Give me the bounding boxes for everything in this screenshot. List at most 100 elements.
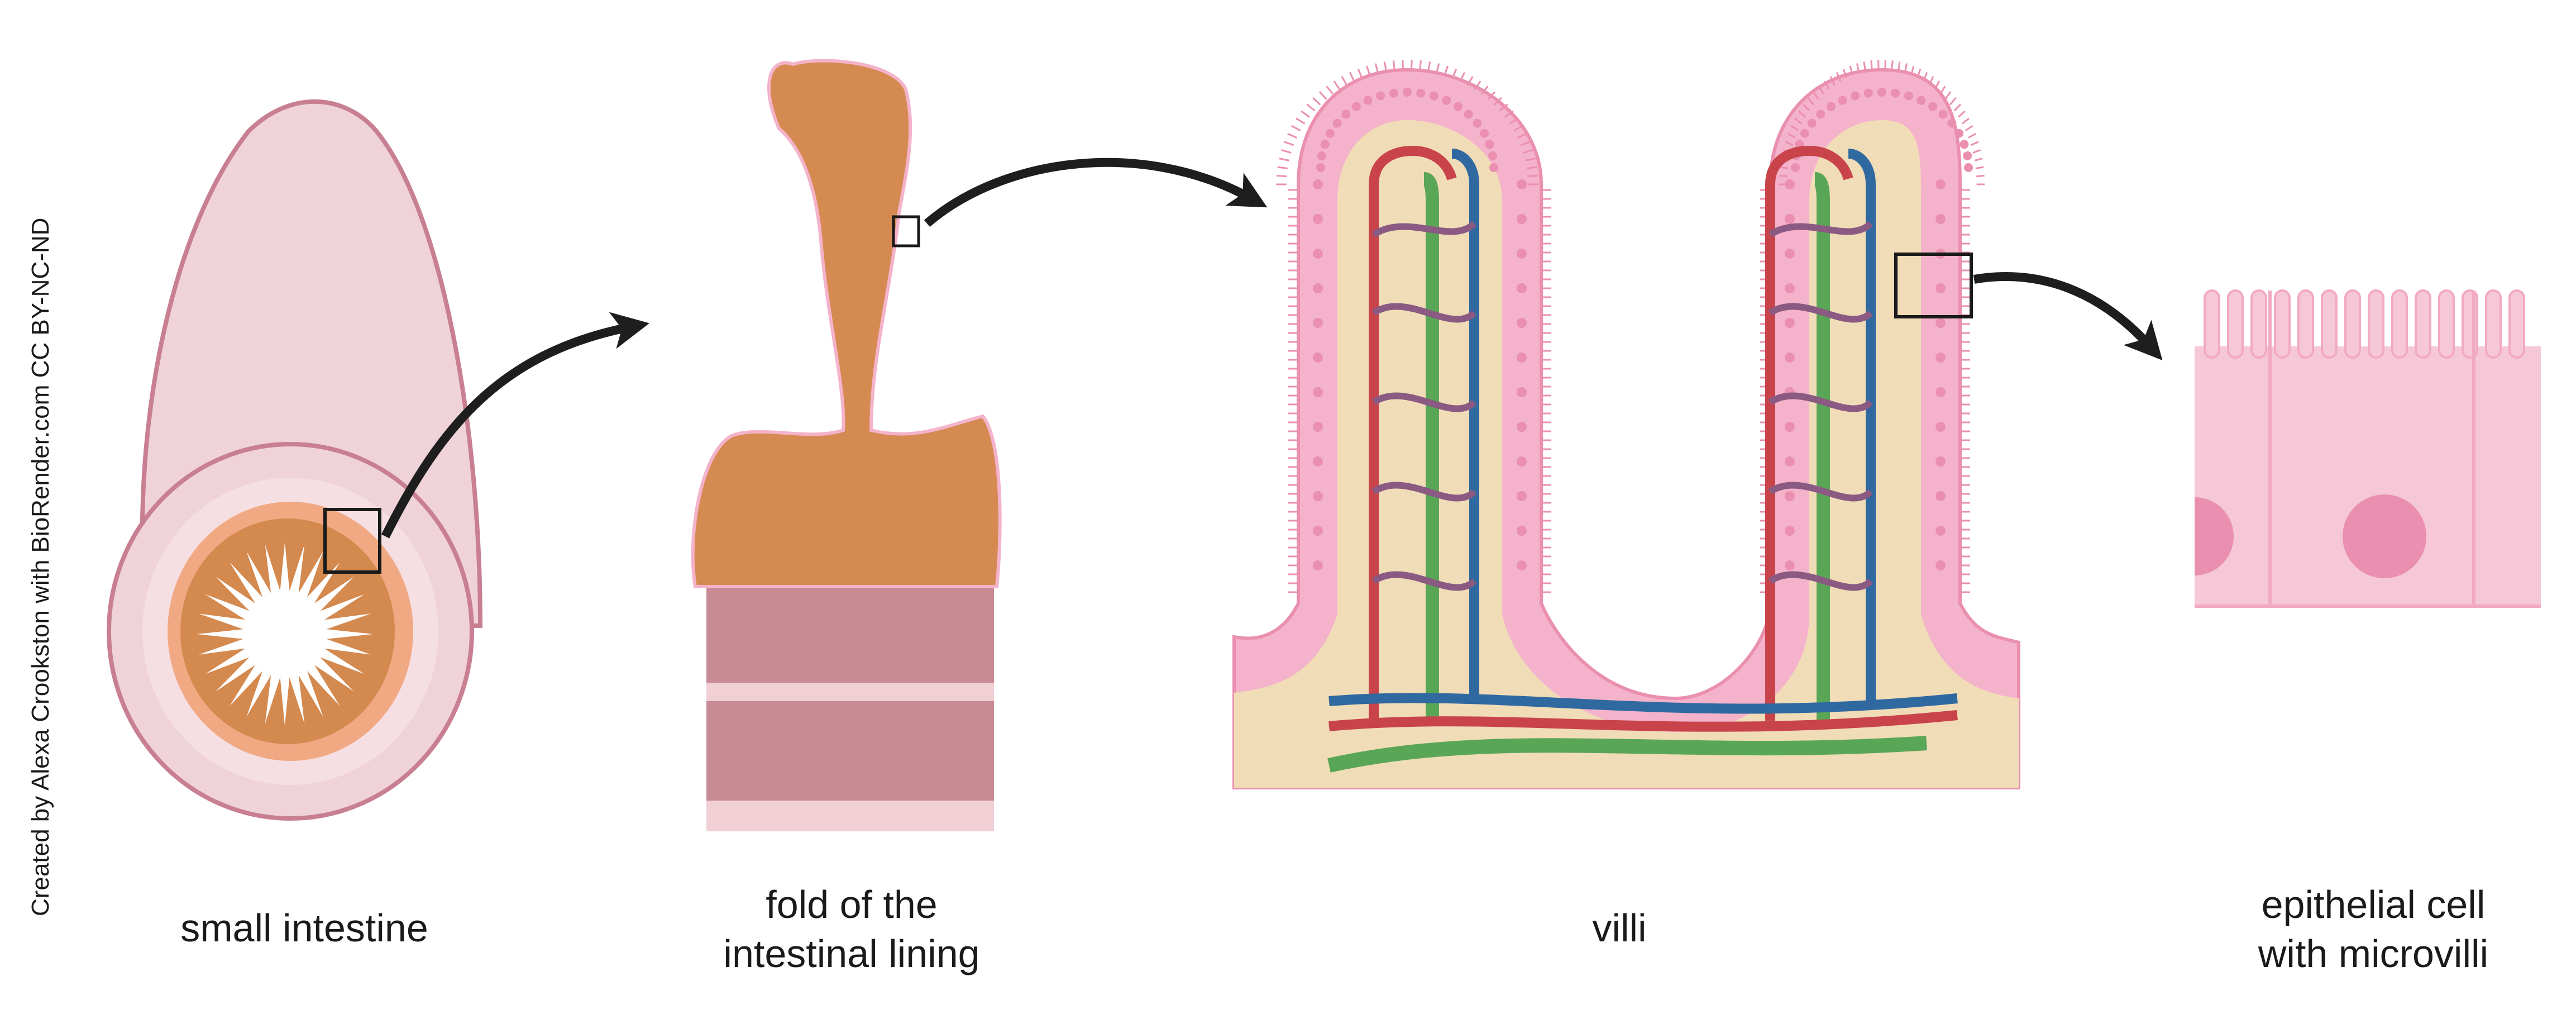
villus-left-vein — [1451, 149, 1479, 704]
villi-base-artery — [1328, 710, 1958, 732]
villus-right-artery — [1765, 145, 1853, 721]
villi-nucleus — [1517, 318, 1527, 328]
villi-nucleus — [1935, 491, 1946, 501]
villi-nucleus — [1935, 214, 1946, 224]
arrow-fold-to-villi — [924, 158, 1268, 227]
villi-nucleus — [1429, 91, 1438, 101]
villi-nucleus — [1485, 140, 1494, 149]
villi-nucleus — [1904, 91, 1913, 101]
villus-left-vessels — [1369, 145, 1479, 721]
microvillus — [2415, 289, 2431, 359]
villi-nucleus — [1954, 128, 1964, 138]
villi-nucleus — [1517, 214, 1527, 224]
arrow-intestine-to-fold — [381, 312, 649, 539]
villi-nucleus — [1332, 118, 1342, 128]
microvillus — [2204, 289, 2220, 359]
villi-nucleus — [1807, 118, 1817, 128]
fold-band-lower — [706, 801, 994, 831]
villi-nucleus — [1517, 387, 1527, 397]
villi-nucleus — [1517, 353, 1527, 363]
villi-nucleus — [1313, 560, 1323, 570]
arrow-villi-to-epithelium — [1973, 272, 2163, 360]
microvillus — [2438, 289, 2455, 359]
villi-nucleus — [1351, 102, 1361, 111]
villi-nucleus — [1785, 249, 1795, 259]
credit-text: Created by Alexa Crookston with BioRende… — [27, 217, 54, 916]
villi-nucleus — [1785, 283, 1795, 293]
fold-submucosa-block — [706, 587, 994, 831]
villi-nucleus — [1363, 96, 1373, 105]
villi-nucleus — [1517, 526, 1527, 536]
villi-nucleus — [1935, 353, 1946, 363]
villi-nucleus — [1935, 422, 1946, 432]
microvillus — [2274, 289, 2291, 359]
caption-fold-line2: intestinal lining — [723, 932, 980, 975]
small-intestine-illustration — [107, 99, 649, 821]
villi-nucleus — [1785, 456, 1795, 466]
villi-nucleus — [1960, 140, 1969, 149]
villi-nucleus — [1517, 249, 1527, 259]
villi-nucleus — [1963, 151, 1972, 160]
villi-nucleus — [1517, 422, 1527, 432]
caption-small-intestine: small intestine — [180, 906, 428, 950]
caption-epithelial: epithelial cell with microvilli — [2200, 880, 2546, 978]
villi-nucleus — [1935, 526, 1946, 536]
villi-nucleus — [1935, 387, 1946, 397]
villus-left-lacteal — [1422, 172, 1439, 721]
villi-nucleus — [1489, 163, 1498, 172]
zoom-box-intestine — [323, 508, 381, 574]
villi-nucleus — [1313, 422, 1323, 432]
villi-nucleus — [1964, 163, 1973, 172]
villi-nucleus — [1341, 110, 1351, 119]
cell-nucleus-partial — [2195, 497, 2234, 575]
microvillus — [2250, 289, 2267, 359]
villi-nucleus — [1517, 179, 1527, 189]
microvillus — [2227, 289, 2244, 359]
microvillus — [2297, 289, 2314, 359]
villi-nucleus — [1785, 179, 1795, 189]
villi-nucleus — [1785, 353, 1795, 363]
villi-nucleus — [1863, 88, 1873, 98]
villi-nucleus — [1320, 140, 1330, 149]
fold-band-upper — [706, 683, 994, 701]
villi-nucleus — [1935, 179, 1946, 189]
intestine-lumen — [197, 542, 373, 726]
villi-nucleus — [1917, 96, 1926, 105]
villi-nucleus — [1935, 456, 1946, 466]
villi-nucleus — [1935, 560, 1946, 570]
villi-nucleus — [1935, 318, 1946, 328]
zoom-box-villi — [1894, 253, 1973, 318]
villi-nucleus — [1389, 88, 1398, 98]
microvillus — [2485, 289, 2502, 359]
microvillus — [2368, 289, 2384, 359]
villi-nucleus — [1785, 214, 1795, 224]
villi-nucleus — [1313, 491, 1323, 501]
epithelial-cell-illustration — [2195, 289, 2541, 608]
villi-nucleus — [1454, 102, 1463, 111]
villi-nucleus — [1442, 96, 1451, 105]
villi-nucleus — [1785, 318, 1795, 328]
villi-nucleus — [1317, 151, 1326, 160]
cell-nucleus — [2343, 494, 2426, 578]
villi-illustration — [1232, 60, 2163, 789]
villus-left-capillaries — [1371, 221, 1477, 591]
villi-base-vein — [1328, 693, 1958, 714]
villi-nucleus — [1785, 422, 1795, 432]
villi-nucleus — [1826, 102, 1836, 111]
fold-shape — [691, 59, 1002, 588]
caption-epithelial-line2: with microvilli — [2258, 932, 2489, 975]
villi-nucleus — [1800, 128, 1809, 138]
villus-left-artery — [1369, 145, 1457, 721]
microvillus — [2391, 289, 2408, 359]
villi-nucleus — [1791, 163, 1800, 172]
villi-nucleus — [1313, 214, 1323, 224]
villi-nucleus — [1325, 128, 1335, 138]
fold-illustration — [691, 59, 1268, 831]
villi-nucleus — [1838, 96, 1847, 105]
villi-nucleus — [1313, 526, 1323, 536]
villi-nucleus — [1313, 283, 1323, 293]
villi-nucleus — [1891, 88, 1900, 98]
villi-nucleus — [1517, 560, 1527, 570]
